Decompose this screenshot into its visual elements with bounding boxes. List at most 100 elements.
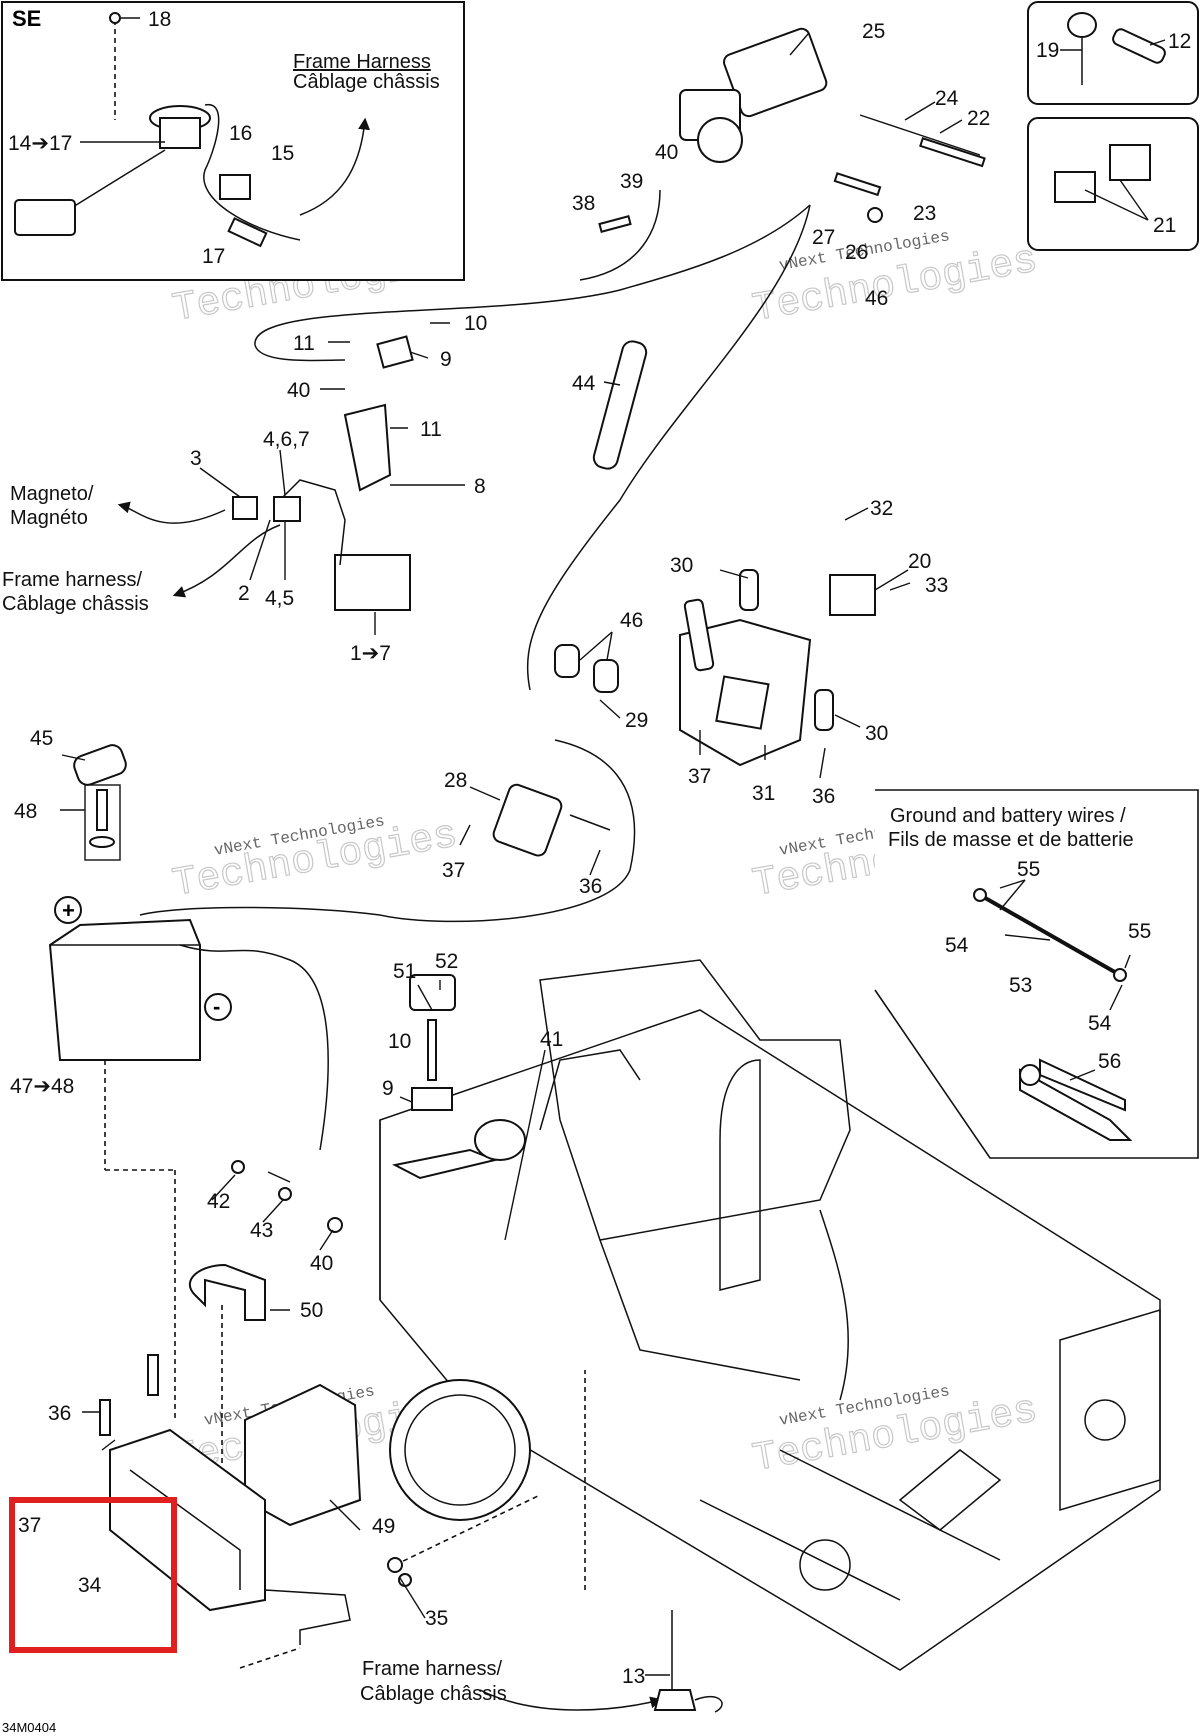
- callout-23: 23: [913, 202, 936, 225]
- bolt-36b: [147, 1354, 159, 1396]
- callout-36-b: 36: [579, 875, 602, 898]
- callout-48: 48: [14, 800, 37, 823]
- bolt-48: [96, 789, 108, 831]
- battery-minus: -: [213, 994, 220, 1019]
- callout-38: 38: [572, 192, 595, 215]
- callout-55-b: 55: [1128, 920, 1151, 943]
- callout-43: 43: [250, 1219, 273, 1242]
- starter-motor-group: [254, 27, 986, 691]
- leader-lines: [60, 17, 1166, 1676]
- mid-small-parts: [231, 974, 526, 1233]
- callout-40-b: 40: [287, 379, 310, 402]
- washer-43: [278, 1187, 292, 1201]
- callout-17: 17: [202, 245, 225, 268]
- note-frame-harness: Frame Harness: [293, 51, 431, 73]
- callout-47-48: 47➔48: [10, 1075, 74, 1098]
- callout-51: 51: [393, 960, 416, 983]
- callout-50: 50: [300, 1299, 323, 1322]
- callout-55: 55: [1017, 858, 1040, 881]
- ground-stud-13: [653, 1610, 723, 1713]
- callout-44: 44: [572, 372, 596, 395]
- callout-12: 12: [1168, 30, 1191, 53]
- screw-38: [598, 215, 632, 233]
- connector-51-52: [409, 974, 456, 1011]
- nut-42: [231, 1160, 245, 1174]
- recoil-housing: [389, 1379, 531, 1521]
- callout-40: 40: [655, 141, 678, 164]
- callout-24: 24: [935, 87, 959, 110]
- hold-down-strap-50: [188, 1263, 266, 1321]
- fuel-sender-body: [159, 117, 201, 149]
- callout-41: 41: [540, 1028, 563, 1051]
- callout-54: 54: [945, 934, 969, 957]
- grommet-12: [1112, 28, 1166, 64]
- callout-9: 9: [440, 348, 452, 371]
- note-frame-harness-bottom-fr: Câblage châssis: [360, 1683, 507, 1705]
- callout-11-b: 11: [420, 418, 442, 441]
- inset-tie-wrap: [1027, 1, 1199, 105]
- connector-4-6-7: [273, 496, 301, 522]
- ground-battery-inset: Ground and battery wires / Fils de masse…: [874, 789, 1199, 1159]
- boot-45: [73, 744, 127, 786]
- note-frame-harness-left: Frame harness/: [2, 569, 142, 591]
- starter-motor: [723, 27, 828, 118]
- note-frame-harness-fr: Câblage châssis: [293, 71, 440, 93]
- note-frame-harness-left-fr: Câblage châssis: [2, 593, 149, 615]
- starter-solenoid: [715, 675, 770, 730]
- callout-15: 15: [271, 142, 294, 165]
- regulator-1-7: [334, 554, 411, 611]
- clip-9: [411, 1087, 453, 1111]
- connector-9: [376, 335, 414, 369]
- callout-14-17: 14➔17: [8, 132, 72, 155]
- callout-34: 34: [78, 1574, 102, 1597]
- callout-49: 49: [372, 1515, 395, 1538]
- callout-19: 19: [1036, 39, 1059, 62]
- drawing-code: 34M0404: [2, 1720, 56, 1735]
- note-magneto: Magneto/: [10, 483, 94, 505]
- terminal-54-a: [973, 888, 987, 902]
- callout-45: 45: [30, 727, 53, 750]
- highlight-box: [9, 1497, 177, 1653]
- bolt-23: [833, 172, 882, 197]
- relay-20: [829, 574, 876, 616]
- bracket-8: [343, 403, 392, 492]
- bolt-22: [919, 137, 986, 168]
- callout-9-b: 9: [382, 1077, 394, 1100]
- float-arm: [14, 199, 76, 236]
- note-frame-harness-bottom: Frame harness/: [362, 1658, 502, 1680]
- inset-label: SE: [12, 6, 41, 31]
- boot-46-b: [593, 659, 619, 693]
- plus-icon: [54, 896, 82, 924]
- rubber-30-top: [739, 569, 759, 611]
- callout-46: 46: [865, 287, 888, 310]
- callout-42: 42: [207, 1190, 230, 1213]
- connector-3: [232, 496, 258, 520]
- battery-group: + -: [48, 744, 329, 1420]
- regulator-group: [117, 335, 414, 611]
- callout-37-c: 37: [18, 1514, 41, 1537]
- callout-4-6-7: 4,6,7: [263, 428, 310, 451]
- callout-10-b: 10: [388, 1030, 411, 1053]
- callout-18: 18: [148, 8, 171, 31]
- pin-10: [427, 1019, 437, 1081]
- callout-39: 39: [620, 170, 643, 193]
- connector-15: [219, 174, 251, 200]
- callout-25: 25: [862, 20, 885, 43]
- note-ground-battery-fr: Fils de masse et de batterie: [888, 829, 1134, 851]
- connector-21-male: [1054, 171, 1096, 203]
- battery-plus: +: [62, 898, 75, 923]
- frame-chassis: [379, 959, 1161, 1671]
- callout-2: 2: [238, 582, 250, 605]
- crimper-56-handle-2: [1039, 1058, 1126, 1112]
- nut-40: [327, 1217, 343, 1233]
- se-inset: SE Frame Harness Câblage châssis: [1, 1, 465, 281]
- rubber-30-left: [683, 598, 715, 672]
- callouts: 18 14➔17 16 15 17 25 24 22 40 39 38 23 2…: [8, 8, 1191, 1688]
- note-ground-battery: Ground and battery wires /: [890, 805, 1126, 827]
- callout-36: 36: [812, 785, 835, 808]
- callout-10: 10: [464, 312, 487, 335]
- callout-52: 52: [435, 950, 458, 973]
- callout-11: 11: [293, 332, 315, 355]
- callout-1-7: 1➔7: [350, 642, 391, 665]
- callout-4-5: 4,5: [265, 587, 294, 610]
